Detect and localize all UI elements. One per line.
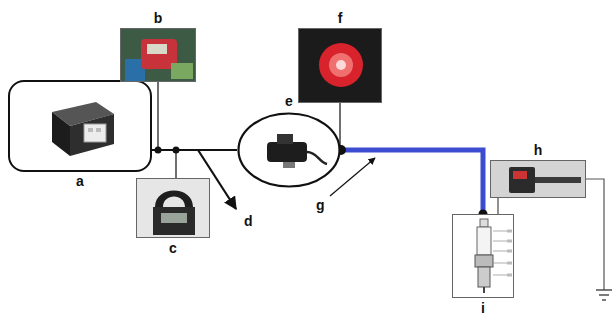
- ignition-coil: e: [237, 112, 341, 188]
- primary-wire: [152, 149, 237, 151]
- probe-lead: [175, 150, 176, 178]
- coil-mount: [283, 162, 295, 168]
- callout-letter: b: [154, 10, 163, 26]
- plug-callout-line: [493, 241, 507, 242]
- plug-insulator: [477, 227, 491, 255]
- callout-letter: i: [481, 300, 485, 316]
- photo-ground: [299, 29, 381, 102]
- ground-symbol: [602, 299, 606, 300]
- photo-ground: [137, 179, 209, 237]
- plug-callout-line: [493, 231, 507, 232]
- plug-callout-tag: [507, 230, 512, 233]
- picture: [121, 29, 195, 81]
- coil-lead: [307, 152, 327, 164]
- meter-display: [147, 44, 167, 54]
- picture: [237, 112, 341, 188]
- picture: [10, 82, 150, 170]
- tester-display: [513, 171, 527, 179]
- picture: [453, 215, 513, 297]
- label-holder: h: [471, 141, 605, 159]
- callout-letter: a: [76, 173, 84, 189]
- callout-letter: e: [285, 93, 293, 109]
- cdi-side: [52, 112, 70, 156]
- figure-ground: [453, 215, 513, 297]
- clamp-display: [161, 213, 187, 223]
- cdi-unit-box: a: [8, 80, 152, 172]
- timing-light-photo: f: [298, 28, 382, 103]
- photo-detail: [171, 63, 193, 79]
- label-holder: i: [433, 299, 533, 317]
- clamp-body: [153, 207, 195, 235]
- photo-ground: [121, 29, 195, 81]
- spark-plug-figure: i: [452, 214, 514, 298]
- ground-lead: [586, 179, 604, 290]
- junction-dot: [173, 147, 180, 154]
- light-glow: [329, 53, 353, 77]
- plug-callout-tag: [507, 250, 512, 253]
- cdi-pin: [96, 128, 101, 132]
- plug-hex: [475, 255, 493, 267]
- junction-dot: [155, 147, 162, 154]
- cdi-connector: [84, 124, 106, 142]
- ground-symbol: [596, 289, 612, 290]
- tester-probe: [535, 177, 581, 183]
- callout-letter: d: [244, 213, 253, 229]
- picture: [491, 161, 585, 197]
- plug-callout-tag: [507, 262, 512, 265]
- cdi-pin: [88, 128, 93, 132]
- ground-symbol: [599, 294, 609, 295]
- light-lens: [319, 43, 363, 87]
- plug-thread: [478, 267, 490, 287]
- picture: [299, 29, 381, 102]
- probe-lead: [497, 198, 498, 214]
- plug-callout-line: [493, 275, 507, 276]
- label-holder: g: [316, 196, 325, 214]
- coil-outline: [239, 114, 340, 187]
- plug-terminal: [480, 219, 488, 227]
- callout-letter: h: [534, 142, 543, 158]
- label-holder: c: [117, 239, 229, 257]
- label-holder: f: [279, 9, 401, 27]
- probe-lead: [157, 82, 158, 150]
- picture: [137, 179, 209, 237]
- clamp-meter-photo: c: [136, 178, 210, 238]
- clamp-jaw: [155, 191, 193, 208]
- callout-letter: g: [316, 197, 325, 213]
- tester-body: [509, 167, 535, 193]
- coil-cap: [277, 134, 293, 144]
- label-holder: b: [101, 9, 215, 27]
- coil-body: [267, 142, 307, 162]
- plug-electrode: [483, 287, 485, 293]
- light-glow: [336, 60, 346, 70]
- high-tension-cable: [341, 150, 483, 214]
- cdi-front: [70, 114, 114, 156]
- plug-callout-line: [493, 263, 507, 264]
- plug-callout-tag: [507, 274, 512, 277]
- callout-letter: f: [338, 10, 343, 26]
- plug-callout-tag: [507, 240, 512, 243]
- label-holder: d: [244, 212, 253, 230]
- photo-ground: [491, 161, 585, 197]
- tester-photo: h: [490, 160, 586, 198]
- multimeter-photo: b: [120, 28, 196, 82]
- callout-letter: c: [169, 240, 177, 256]
- plug-callout-line: [493, 251, 507, 252]
